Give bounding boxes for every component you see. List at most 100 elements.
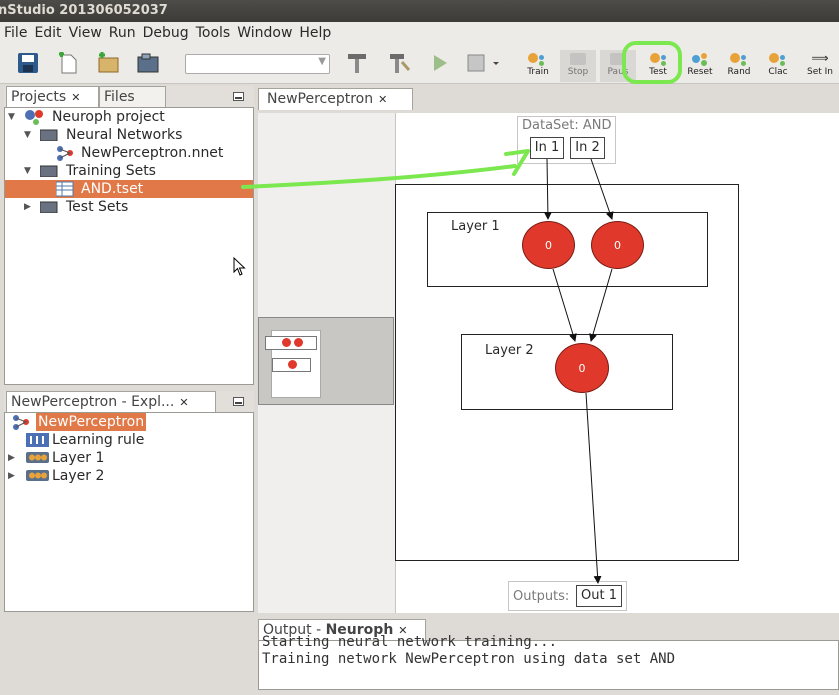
tree-label: Test Sets <box>66 199 129 215</box>
tree-label: Training Sets <box>66 163 156 179</box>
reset-button[interactable]: Reset <box>682 50 718 82</box>
folder-icon <box>40 165 58 177</box>
tab-output[interactable]: Output - Neuroph ✕ <box>258 619 426 641</box>
test-button[interactable]: Test <box>640 50 676 82</box>
navigator-layer1 <box>265 336 317 350</box>
input-port-2[interactable]: In 2 <box>570 137 605 159</box>
tab-output-prefix: Output - <box>263 622 326 638</box>
projects-tabstrip: Projects ✕ Files <box>4 86 254 108</box>
connection-line <box>543 158 552 220</box>
close-icon[interactable]: ✕ <box>378 93 388 106</box>
stop-button[interactable]: Stop <box>560 50 596 82</box>
expand-arrow-icon[interactable]: ▼ <box>24 130 31 140</box>
tree-label: NewPerceptron.nnet <box>81 145 224 161</box>
tab-explorer[interactable]: NewPerceptron - Expl... ✕ <box>6 391 216 413</box>
menu-help[interactable]: Help <box>299 25 332 41</box>
collapse-arrow-icon[interactable]: ▶ <box>8 453 15 463</box>
menu-window[interactable]: Window <box>237 25 293 41</box>
menu-edit[interactable]: Edit <box>34 25 62 41</box>
expand-arrow-icon[interactable]: ▼ <box>24 166 31 176</box>
collapse-arrow-icon[interactable]: ▶ <box>24 202 31 212</box>
stop-icon <box>566 52 590 66</box>
tab-explorer-label: NewPerceptron - Expl... <box>11 394 175 410</box>
folder-icon <box>40 129 58 141</box>
open-project-icon[interactable] <box>136 52 160 74</box>
minimize-icon[interactable] <box>233 92 244 101</box>
tab-projects-label: Projects <box>11 89 67 105</box>
run-icon[interactable] <box>428 52 452 74</box>
tab-newperceptron-label: NewPerceptron <box>267 91 374 107</box>
stop-label: Stop <box>567 67 589 77</box>
save-all-icon[interactable] <box>16 52 40 74</box>
close-icon[interactable]: ✕ <box>179 396 189 409</box>
input-port-1[interactable]: In 1 <box>530 137 564 159</box>
minimize-icon[interactable] <box>233 397 244 406</box>
configuration-combo[interactable]: ▼ <box>185 54 330 74</box>
output-console[interactable]: Starting neural network training... Trai… <box>262 634 675 668</box>
explorer-tabstrip: NewPerceptron - Expl... ✕ <box>4 391 254 413</box>
menu-file[interactable]: File <box>4 25 28 41</box>
test-icon <box>646 52 670 66</box>
collapse-arrow-icon[interactable]: ▶ <box>8 471 15 481</box>
expand-arrow-icon[interactable]: ▼ <box>8 112 15 122</box>
editor-tabstrip: NewPerceptron ✕ <box>258 88 839 110</box>
menu-tools[interactable]: Tools <box>195 25 231 41</box>
tree-label: NewPerceptron <box>36 413 147 431</box>
layer-2-label: Layer 2 <box>485 343 534 358</box>
randomize-label: Rand <box>727 67 751 77</box>
tree-label: AND.tset <box>81 181 144 197</box>
test-label: Test <box>649 67 667 77</box>
build-hammer-icon[interactable] <box>345 52 369 74</box>
pause-label: Paus <box>607 67 629 77</box>
connection-line <box>590 158 614 220</box>
randomize-icon <box>727 52 751 66</box>
toolbar: ▼ Train Stop Paus Test Reset Rand Clac ⟹ <box>0 44 839 84</box>
tree-label: Layer 1 <box>52 450 105 466</box>
menu-debug[interactable]: Debug <box>142 25 189 41</box>
new-project-icon[interactable] <box>96 52 120 74</box>
tab-files-label: Files <box>104 89 135 105</box>
train-button[interactable]: Train <box>520 50 556 82</box>
menu-run[interactable]: Run <box>108 25 136 41</box>
tree-label: Layer 2 <box>52 468 105 484</box>
clean-build-icon[interactable] <box>387 52 411 74</box>
calculate-button[interactable]: Clac <box>760 50 796 82</box>
output-port-1[interactable]: Out 1 <box>576 585 622 607</box>
tree-label: Learning rule <box>52 432 145 448</box>
tab-newperceptron[interactable]: NewPerceptron ✕ <box>258 88 413 110</box>
outputs-label: Outputs: <box>513 589 570 604</box>
tree-label: Neural Networks <box>66 127 183 143</box>
close-icon[interactable]: ✕ <box>398 624 408 637</box>
annotation-arrow <box>241 164 517 189</box>
new-file-icon[interactable] <box>56 52 80 74</box>
connection-line <box>585 392 602 584</box>
tab-files[interactable]: Files <box>99 86 166 108</box>
close-icon[interactable]: ✕ <box>71 91 81 104</box>
learning-rule-icon <box>26 433 49 447</box>
neuron-layer1-1[interactable]: 0 <box>522 221 575 269</box>
output-panel <box>258 640 839 690</box>
chevron-down-icon[interactable]: ▼ <box>318 56 326 67</box>
folder-icon <box>40 201 58 213</box>
window-titlebar: nStudio 201306052037 <box>0 0 839 22</box>
randomize-button[interactable]: Rand <box>721 50 757 82</box>
neuron-layer1-2[interactable]: 0 <box>591 221 644 269</box>
debug-icon[interactable] <box>466 52 500 74</box>
menu-bar: File Edit View Run Debug Tools Window He… <box>0 22 839 44</box>
connection-line <box>589 268 613 342</box>
tree-label: Neuroph project <box>52 109 165 125</box>
layer-icon <box>26 452 49 463</box>
network-file-icon <box>57 146 73 161</box>
tab-projects[interactable]: Projects ✕ <box>6 86 99 108</box>
training-set-icon <box>56 181 74 197</box>
set-input-button[interactable]: ⟹ Set In <box>802 50 838 82</box>
calculate-icon <box>766 52 790 66</box>
connection-line <box>552 268 577 342</box>
reset-icon <box>688 52 712 66</box>
menu-view[interactable]: View <box>68 25 102 41</box>
neuron-layer2-1[interactable]: 0 <box>555 343 609 393</box>
annotation-arrowhead <box>504 149 530 176</box>
tab-output-name: Neuroph <box>325 622 394 638</box>
navigator-thumbnail[interactable] <box>258 317 394 405</box>
